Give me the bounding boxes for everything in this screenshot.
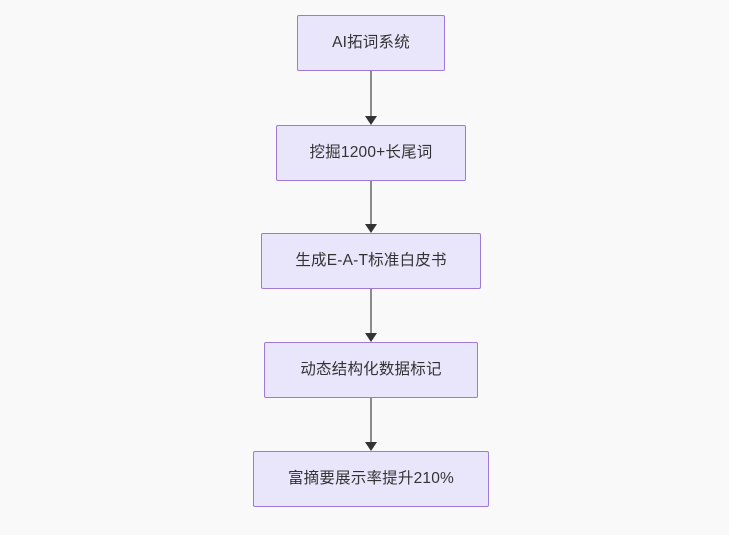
flow-node-label: 富摘要展示率提升210% [287,469,455,487]
flow-node-label: 生成E-A-T标准白皮书 [295,251,447,269]
flow-node-label: 挖掘1200+长尾词 [309,143,433,161]
flow-edge [363,289,379,342]
flow-edge [363,398,379,451]
flow-node[interactable]: 生成E-A-T标准白皮书 [261,233,481,289]
flow-node[interactable]: 挖掘1200+长尾词 [276,125,466,181]
flow-node-label: AI拓词系统 [332,33,410,51]
flow-node-label: 动态结构化数据标记 [300,360,442,378]
flow-edge [363,71,379,125]
flow-node[interactable]: AI拓词系统 [297,15,445,71]
flow-edge [363,181,379,233]
flow-node[interactable]: 动态结构化数据标记 [264,342,478,398]
flow-node[interactable]: 富摘要展示率提升210% [253,451,489,507]
